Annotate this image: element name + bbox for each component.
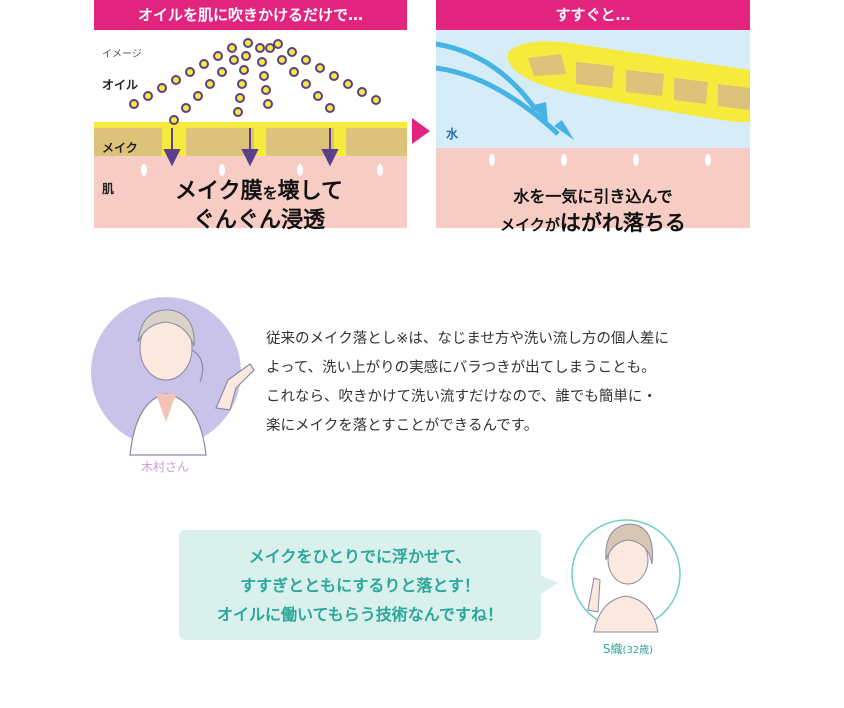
bubble-line: オイルに働いてもらう技術なんですね！ [217,605,503,624]
right-panel-banner: すすぐと… [436,0,750,30]
oil-spray-illustration [94,38,407,176]
bubble-line: メイクをひとりでに浮かせて、 [248,547,472,566]
bubble-tail [540,575,558,595]
caption-break: 壊して [277,179,343,204]
caption-penetrate: ぐんぐん浸透 [192,208,325,233]
caption-particle: を [262,184,278,202]
left-caption: メイク膜を壊して ぐんぐん浸透 [149,178,369,235]
expert-avatar [91,297,255,456]
left-panel-banner: オイルを肌に吹きかけるだけで… [94,0,407,30]
caption-water-pull: 水を一気に引き込んで [513,187,673,206]
right-caption: 水を一気に引き込んで メイクがはがれ落ちる [436,184,750,238]
bubble-line: すすぎとともにするりと落とす！ [240,576,480,595]
expert-line: これなら、吹きかけて洗い流すだけなので、誰でも簡単に・ [266,389,657,405]
image-note: イメージ [102,49,142,60]
rinse-illustration [436,41,750,166]
expert-line: 楽にメイクを落とすことができるんです。 [266,418,539,434]
caption-makeup-film: メイク膜 [175,179,263,204]
expert-line: 従来のメイク落とし※は、なじませ方や洗い流し方の個人差に [266,331,669,347]
user-avatar [571,519,681,633]
user-name-text: S織 [602,642,623,656]
user-speech-bubble: メイクをひとりでに浮かせて、 すすぎとともにするりと落とす！ オイルに働いてもら… [179,530,541,640]
user-age: (32歳) [622,645,654,656]
right-diagram-panel: すすぐと… 水 水を一気に引き込んで メイクがは [436,0,750,235]
skin-layer-right [436,148,750,228]
caption-peel-off: はがれ落ちる [559,211,686,235]
label-oil: オイル [102,78,139,92]
left-diagram-panel: オイルを肌に吹きかけるだけで… [94,0,407,233]
caption-makeup-ga: メイクが [500,216,560,234]
expert-line: よって、洗い上がりの実感にバラつきが出てしまうことも。 [266,360,656,376]
step-arrow-icon [412,118,430,144]
label-water: 水 [446,127,459,141]
label-makeup: メイク [102,141,138,155]
label-skin: 肌 [102,182,115,196]
expert-comment: 従来のメイク落とし※は、なじませ方や洗い流し方の個人差に よって、洗い上がりの実… [266,325,746,441]
user-name: S織(32歳) [588,640,668,657]
expert-name: 木村さん [140,460,189,474]
